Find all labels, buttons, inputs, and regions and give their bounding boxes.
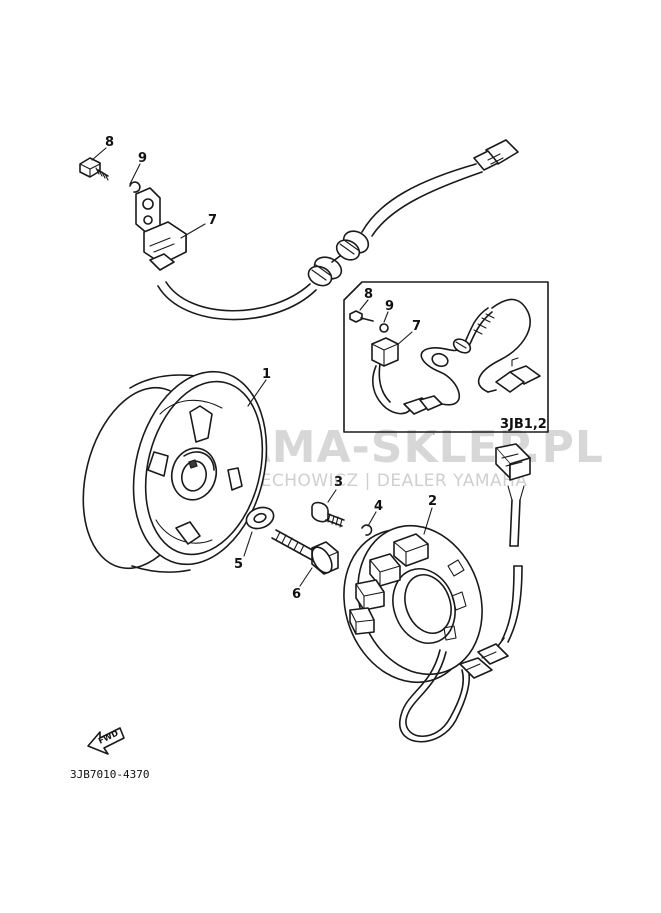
inset-callout-7: 7	[412, 319, 421, 334]
stator-assembly: 2	[343, 433, 483, 743]
watermark-brand: YAMA-SKLEP.PL	[207, 422, 604, 473]
grommet-lower	[307, 256, 343, 287]
inset-callout-9: 9	[385, 299, 394, 314]
flywheel-rotor: 1	[82, 367, 271, 573]
flywheel-bolt-6: 6	[271, 529, 339, 602]
inset-label: 3JB1,2	[500, 417, 547, 432]
callout-5: 5	[234, 557, 243, 572]
stator-coils	[349, 533, 429, 635]
circlip-9	[129, 181, 141, 193]
clip-4: 4	[361, 499, 383, 536]
pickup-coil-body	[135, 187, 187, 271]
callout-8: 8	[105, 135, 114, 150]
callout-4: 4	[374, 499, 383, 514]
callout-3: 3	[334, 475, 343, 490]
callout-1: 1	[262, 367, 271, 382]
callout-6: 6	[292, 587, 301, 602]
top-connector	[473, 139, 519, 171]
callout-7: 7	[208, 213, 217, 228]
callout-9: 9	[138, 151, 147, 166]
watermark-tagline: WOJCIECHOWICZ | DEALER YAMAHA	[206, 471, 528, 491]
washer-5: 5	[234, 506, 275, 572]
inset-callout-8: 8	[364, 287, 373, 302]
diagram-reference-code: 3JB7010-4370	[70, 768, 149, 781]
pickup-coil-assembly: 8 9 7	[79, 135, 519, 321]
inset-variant-box: 8 9 7 3JB1,2	[343, 281, 549, 433]
watermark: YAMA-SKLEP.PL WOJCIECHOWICZ | DEALER YAM…	[100, 403, 604, 507]
stator-harness	[459, 443, 531, 679]
bolt-8	[79, 157, 109, 181]
fwd-arrow-icon: FWD	[87, 727, 125, 755]
grommet-upper	[335, 230, 370, 261]
callout-2: 2	[428, 494, 437, 509]
stator-screw-3: 3	[311, 475, 345, 528]
